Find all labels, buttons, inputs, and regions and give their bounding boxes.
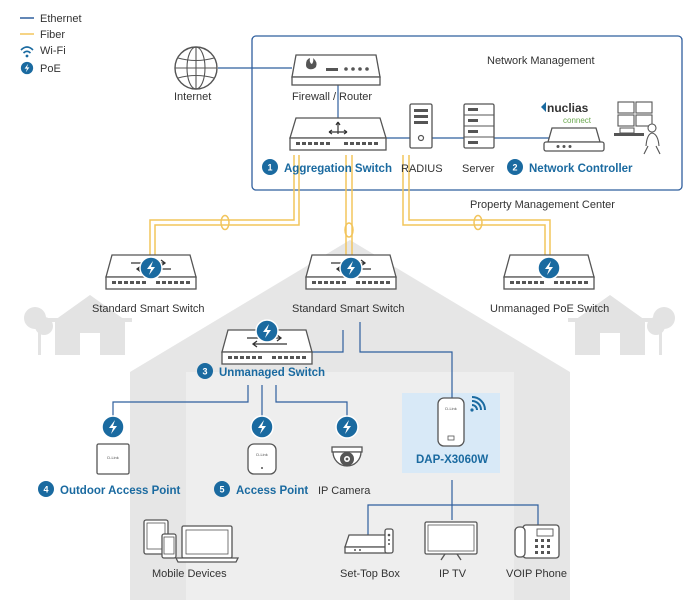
server-label: Server bbox=[462, 163, 495, 175]
mobile-devices-icon bbox=[143, 519, 240, 563]
aggregation-switch-icon bbox=[289, 117, 387, 151]
badge-outdoor: 4 bbox=[38, 481, 54, 497]
legend-ethernet: Ethernet bbox=[40, 13, 82, 25]
ip-camera-label: IP Camera bbox=[318, 485, 371, 497]
globe-icon bbox=[174, 46, 218, 90]
access-point-label: Access Point bbox=[236, 485, 308, 497]
firewall-label: Firewall / Router bbox=[292, 91, 372, 103]
network-management-frame bbox=[251, 35, 683, 191]
radius-server-icon bbox=[409, 103, 433, 149]
svg-text:4: 4 bbox=[43, 485, 48, 495]
set-top-box-label: Set-Top Box bbox=[340, 568, 400, 580]
poe-icon bbox=[255, 319, 279, 343]
outdoor-ap-label: Outdoor Access Point bbox=[60, 485, 181, 497]
set-top-box-icon bbox=[344, 528, 394, 554]
left-house-icon bbox=[24, 295, 132, 355]
legend-wifi: Wi-Fi bbox=[40, 45, 66, 57]
voip-phone-icon bbox=[514, 524, 560, 559]
legend: Ethernet Fiber Wi-Fi PoE bbox=[19, 13, 82, 76]
radius-label: RADIUS bbox=[401, 163, 443, 175]
voip-phone-label: VOIP Phone bbox=[506, 568, 567, 580]
right-house-icon bbox=[568, 295, 675, 355]
svg-text:connect: connect bbox=[563, 116, 592, 125]
property-center-label: Property Management Center bbox=[470, 199, 615, 211]
svg-text:2: 2 bbox=[512, 163, 517, 173]
unmanaged-poe-switch-label: Unmanaged PoE Switch bbox=[490, 303, 609, 315]
legend-fiber: Fiber bbox=[40, 29, 65, 41]
aggregation-switch-label: Aggregation Switch bbox=[284, 163, 392, 175]
wifi-signal-icon bbox=[470, 396, 486, 412]
svg-text:D-Link: D-Link bbox=[107, 455, 119, 460]
svg-text:5: 5 bbox=[219, 485, 224, 495]
standard-switch-left-label: Standard Smart Switch bbox=[92, 303, 205, 315]
poe-icon bbox=[339, 256, 363, 280]
svg-text:nuclias: nuclias bbox=[547, 101, 589, 115]
wifi-icon bbox=[20, 46, 34, 58]
poe-icon bbox=[335, 415, 359, 439]
nuclias-logo: nuclias connect bbox=[541, 101, 592, 125]
access-point-icon: D-Link bbox=[247, 443, 277, 475]
operator-workstation-icon bbox=[614, 101, 661, 155]
poe-icon bbox=[139, 256, 163, 280]
dap-label: DAP-X3060W bbox=[416, 454, 488, 466]
badge-aggregation: 1 bbox=[262, 159, 278, 175]
poe-icon bbox=[101, 415, 125, 439]
outdoor-access-point-icon: D-Link bbox=[96, 443, 130, 475]
poe-icon bbox=[537, 256, 561, 280]
svg-text:3: 3 bbox=[202, 367, 207, 377]
fiber-links bbox=[149, 155, 551, 255]
dap-extender-icon: D-Link bbox=[437, 397, 465, 447]
internet-label: Internet bbox=[174, 91, 211, 103]
poe-icon bbox=[19, 60, 35, 76]
network-controller-label: Network Controller bbox=[529, 163, 633, 175]
badge-unmanaged: 3 bbox=[197, 363, 213, 379]
legend-poe: PoE bbox=[40, 63, 61, 75]
ip-camera-icon bbox=[331, 446, 363, 467]
ip-tv-icon bbox=[424, 521, 478, 561]
svg-text:1: 1 bbox=[267, 163, 272, 173]
poe-icon bbox=[250, 415, 274, 439]
standard-switch-center-label: Standard Smart Switch bbox=[292, 303, 405, 315]
unmanaged-switch-label: Unmanaged Switch bbox=[219, 367, 325, 379]
server-rack-icon bbox=[463, 103, 495, 149]
badge-controller: 2 bbox=[507, 159, 523, 175]
mobile-devices-label: Mobile Devices bbox=[152, 568, 227, 580]
badge-access-point: 5 bbox=[214, 481, 230, 497]
network-controller-icon bbox=[543, 127, 605, 152]
svg-text:D-Link: D-Link bbox=[256, 452, 268, 457]
firewall-router-icon bbox=[291, 54, 381, 86]
svg-text:D-Link: D-Link bbox=[445, 406, 457, 411]
network-management-label: Network Management bbox=[487, 55, 595, 67]
ip-tv-label: IP TV bbox=[439, 568, 467, 580]
